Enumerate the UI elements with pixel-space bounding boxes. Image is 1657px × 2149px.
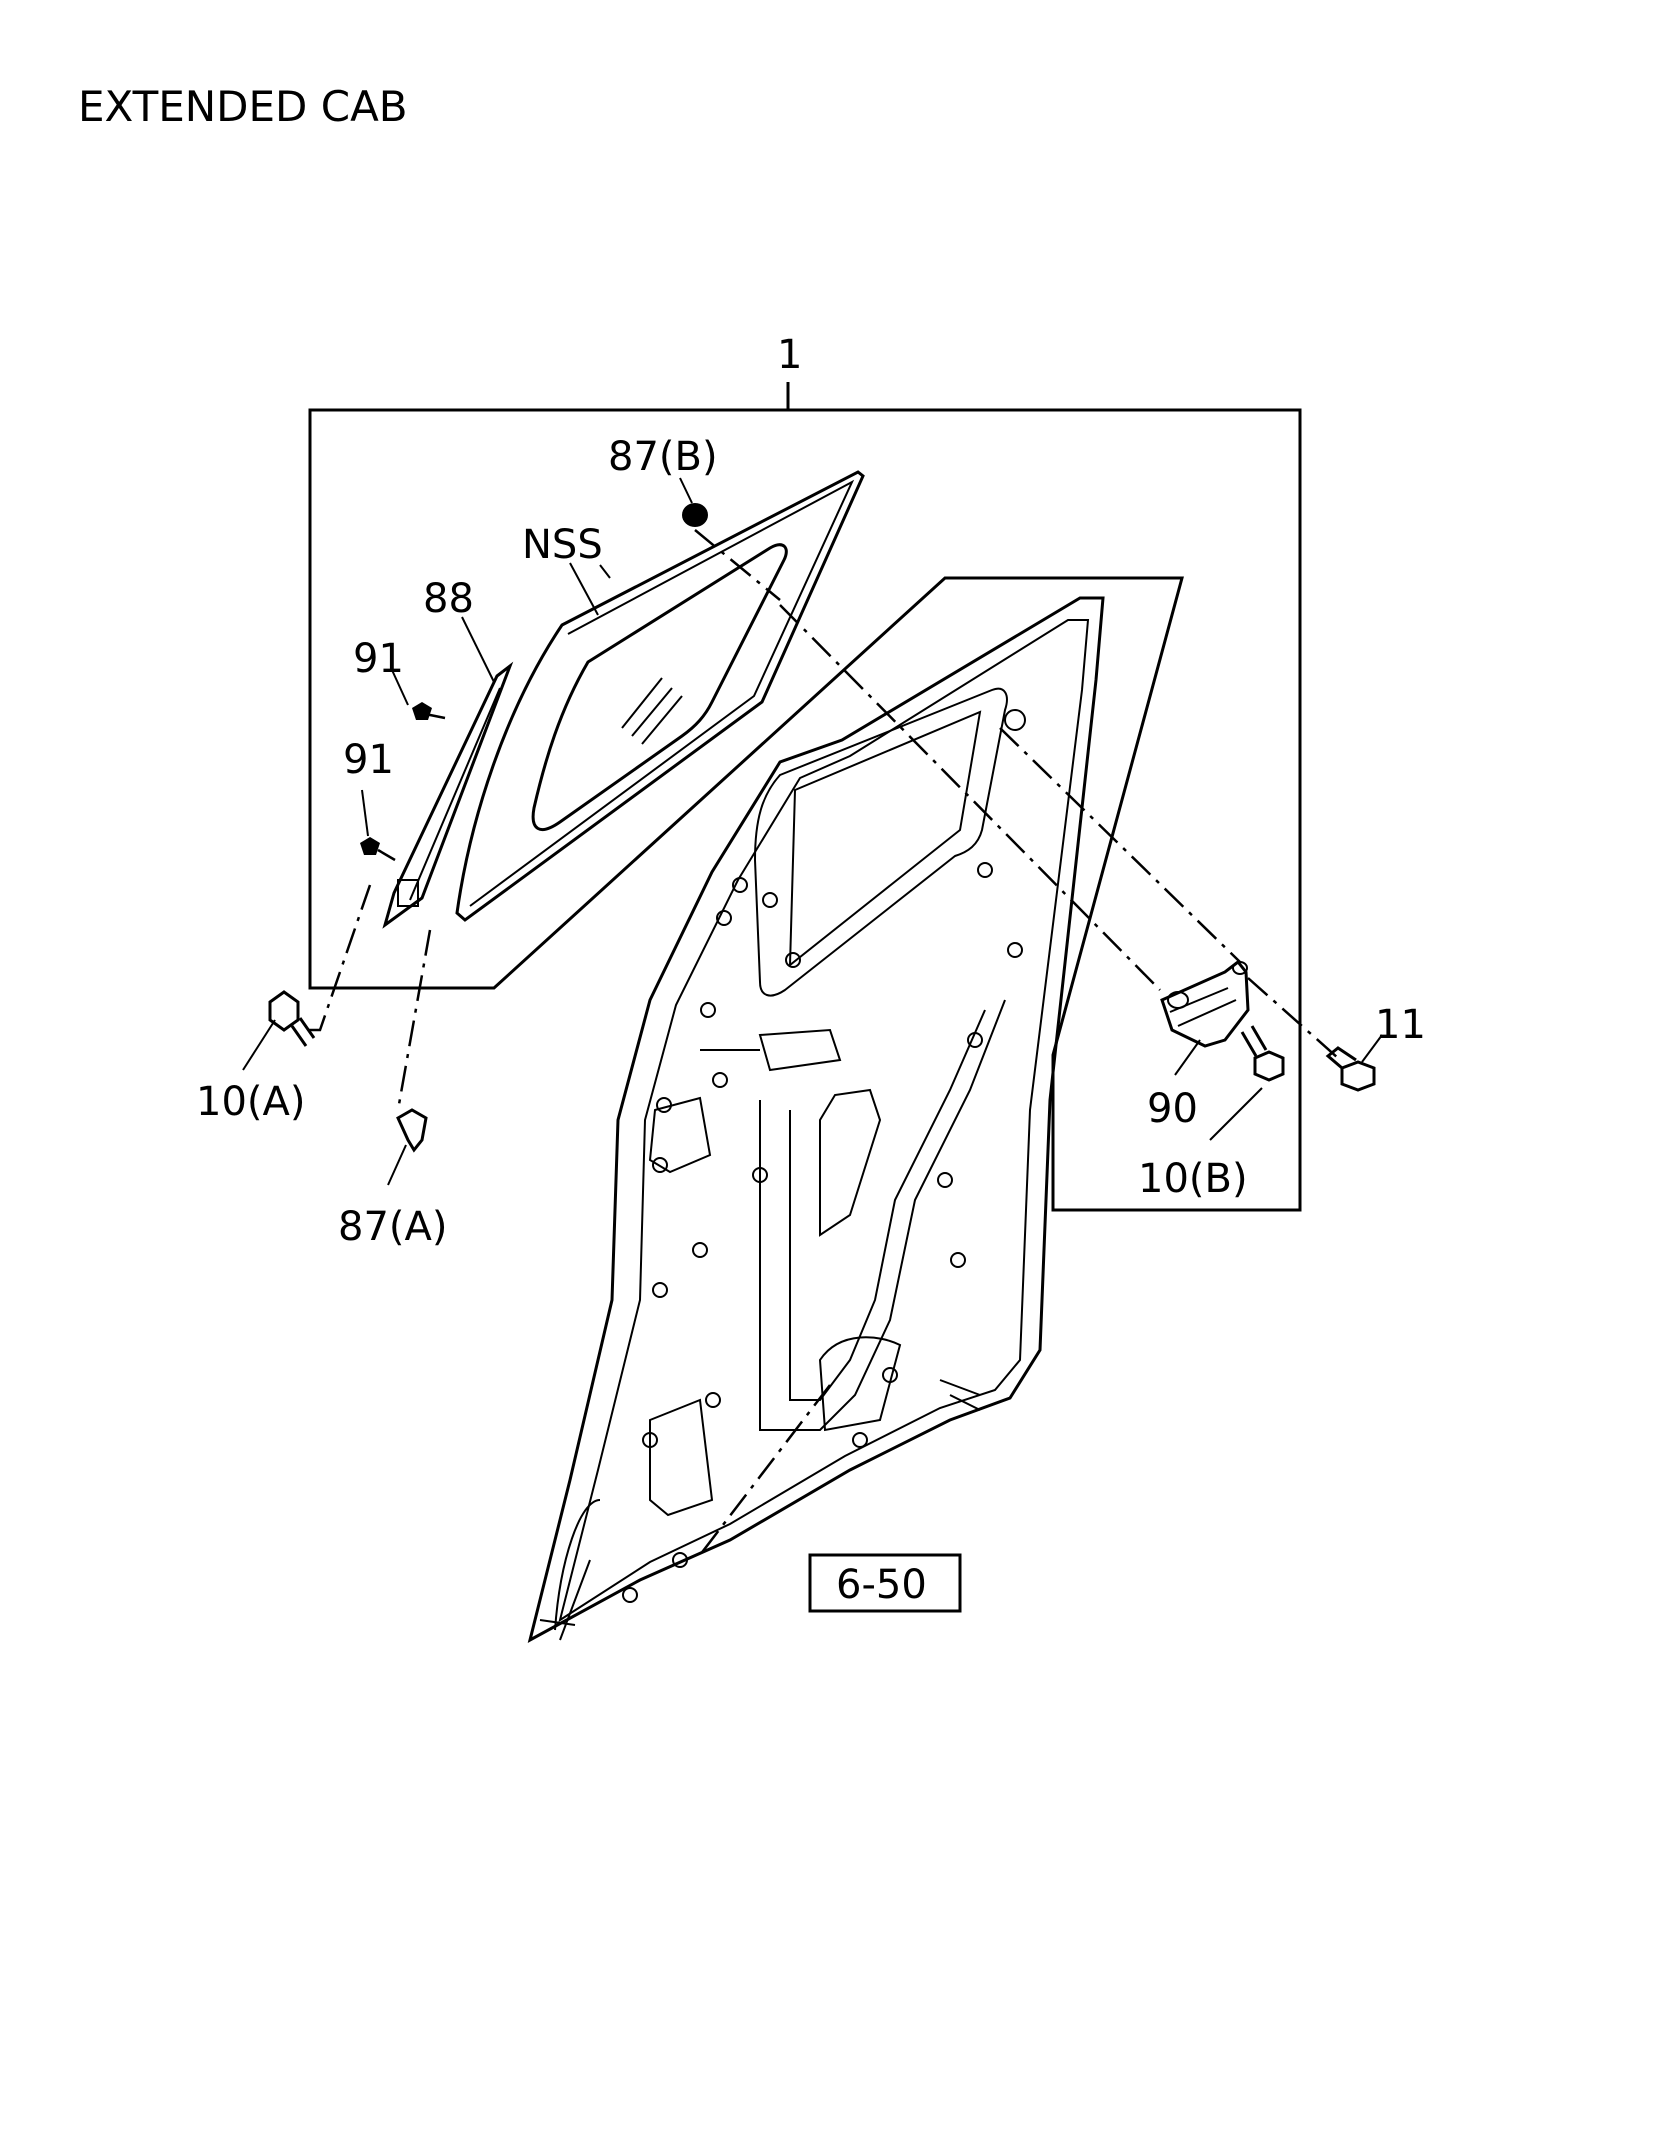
clip-87a-part bbox=[396, 1108, 428, 1153]
latch-bracket-part bbox=[1160, 959, 1250, 1048]
page-title: EXTENDED CAB bbox=[78, 82, 408, 131]
label-88: 88 bbox=[423, 576, 474, 622]
label-1: 1 bbox=[777, 332, 802, 378]
installation-lines bbox=[305, 529, 1339, 1556]
label-87b: 87(B) bbox=[608, 434, 718, 480]
clip-91-upper-part bbox=[412, 702, 432, 720]
bolt-10a-part bbox=[268, 990, 316, 1047]
label-10b: 10(B) bbox=[1138, 1156, 1248, 1202]
label-11: 11 bbox=[1375, 1002, 1426, 1048]
label-nss: NSS bbox=[522, 522, 603, 568]
quarter-glass-part bbox=[455, 470, 865, 922]
molding-strip-part bbox=[382, 661, 514, 929]
label-10a: 10(A) bbox=[196, 1079, 305, 1125]
door-frame-panel bbox=[527, 596, 1105, 1643]
label-87a: 87(A) bbox=[338, 1204, 447, 1250]
label-91-lower: 91 bbox=[343, 737, 394, 783]
label-91-upper: 91 bbox=[353, 636, 404, 682]
clip-91-lower-part bbox=[360, 837, 380, 855]
bolt-10b-part bbox=[1240, 1025, 1285, 1082]
reference-box bbox=[808, 1553, 962, 1613]
leader-lines bbox=[242, 477, 1383, 1186]
label-reference: 6-50 bbox=[836, 1562, 927, 1608]
clip-87b-part bbox=[682, 503, 708, 527]
label-90: 90 bbox=[1147, 1086, 1198, 1132]
assembly-bracket bbox=[308, 408, 1302, 1212]
